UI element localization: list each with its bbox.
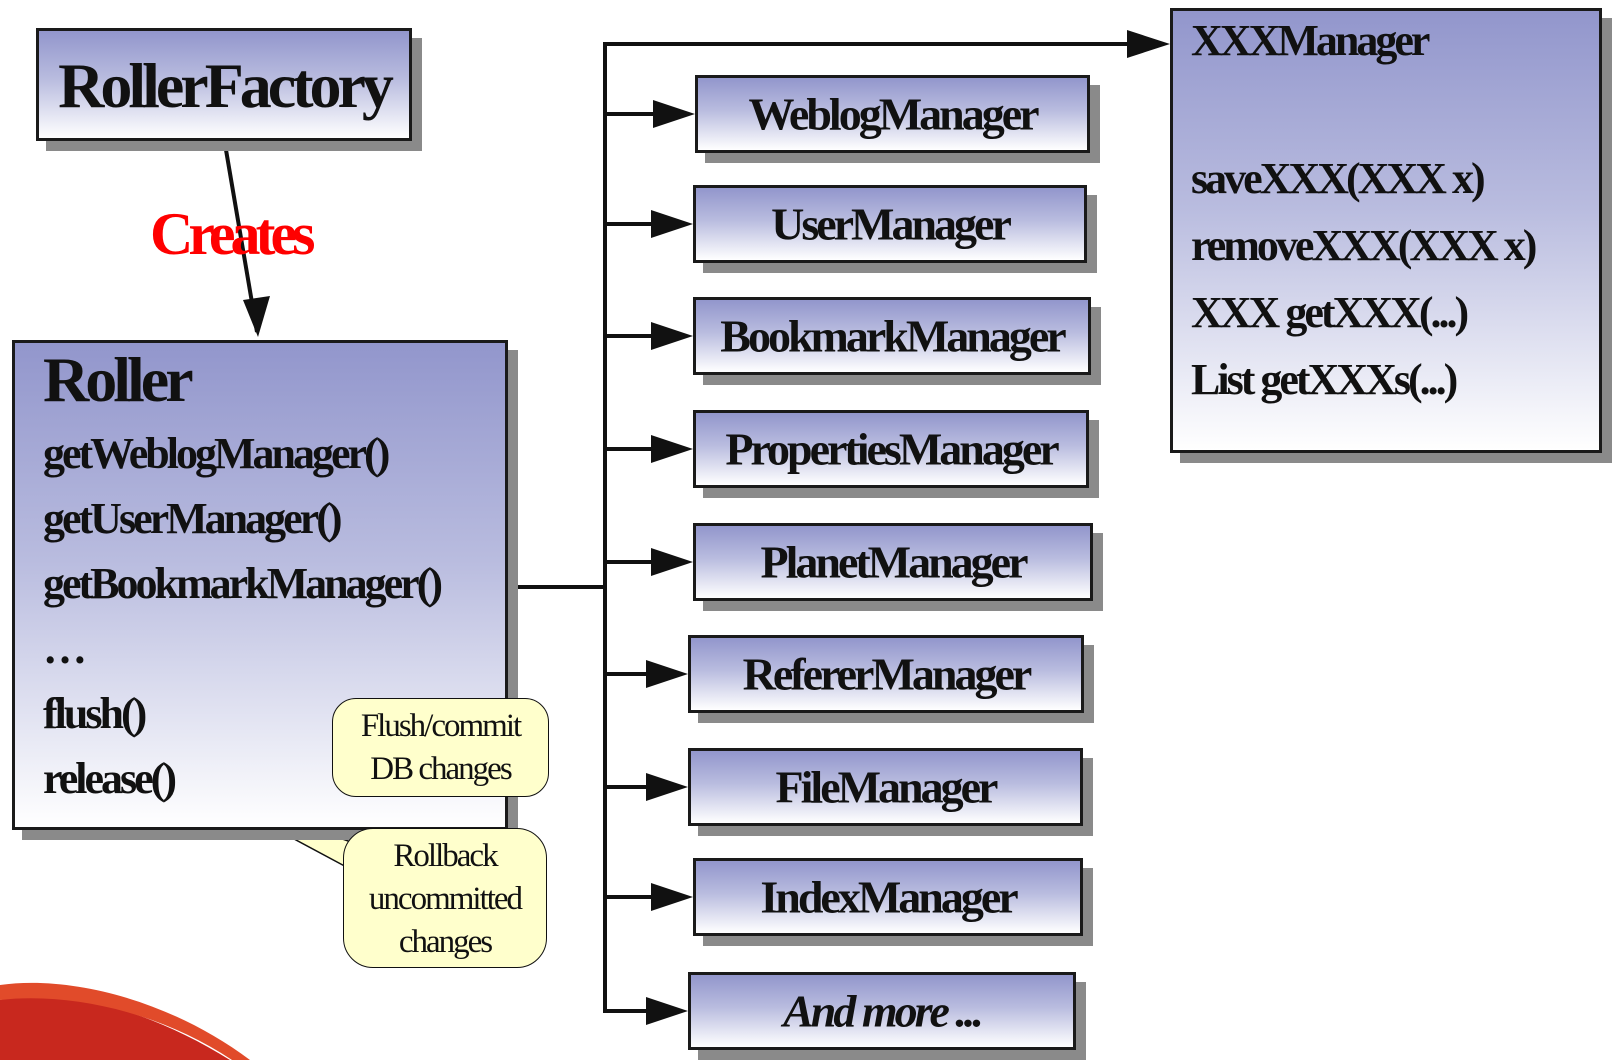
method-get-user-manager: getUserManager() (43, 494, 343, 543)
planet-manager-label: PlanetManager (760, 536, 1028, 588)
properties-manager-box: PropertiesManager (693, 410, 1089, 488)
file-manager-label: FileManager (775, 761, 999, 813)
index-manager-label: IndexManager (760, 871, 1018, 923)
bookmark-manager-label: BookmarkManager (720, 310, 1066, 362)
branch-arrowhead (651, 883, 693, 911)
release-callout-line-1: Rollback (393, 838, 498, 874)
branch-arrowhead (653, 100, 695, 128)
user-manager-label: UserManager (771, 198, 1012, 250)
release-callout: Rollback uncommitted changes (343, 828, 547, 968)
and-more-label: And more ... (783, 985, 984, 1037)
referer-manager-box: RefererManager (688, 635, 1084, 713)
properties-manager-label: PropertiesManager (725, 423, 1059, 475)
branch-arrowhead (646, 997, 688, 1025)
branch-arrowhead (651, 435, 693, 463)
file-manager-box: FileManager (688, 748, 1083, 826)
method-release: release() (43, 754, 177, 803)
flush-callout-line-1: Flush/commit (360, 708, 522, 744)
xxx-method-get: XXX getXXX(...) (1191, 288, 1469, 337)
flush-callout: Flush/commit DB changes (332, 698, 549, 797)
release-callout-line-2: uncommitted (368, 881, 523, 917)
weblog-manager-label: WeblogManager (748, 88, 1039, 140)
method-get-weblog-manager: getWeblogManager() (43, 429, 390, 478)
roller-title: Roller (43, 344, 194, 415)
user-manager-box: UserManager (693, 185, 1087, 263)
xxx-manager-title: XXXManager (1191, 16, 1430, 65)
method-get-bookmark-manager: getBookmarkManager() (43, 559, 443, 608)
method-flush: flush() (43, 689, 147, 738)
branch-arrowhead (646, 773, 688, 801)
index-manager-box: IndexManager (693, 858, 1083, 936)
branch-arrowhead (651, 548, 693, 576)
referer-manager-label: RefererManager (742, 648, 1033, 700)
roller-factory-title: RollerFactory (58, 50, 394, 121)
xxx-method-remove: removeXXX(XXX x) (1191, 221, 1537, 270)
method-ellipsis: … (43, 624, 87, 673)
release-callout-line-3: changes (398, 924, 493, 960)
branch-arrowhead (651, 210, 693, 238)
xxx-manager-box: XXXManager saveXXX(XXX x) removeXXX(XXX … (1170, 8, 1602, 453)
flush-callout-line-2: DB changes (370, 751, 512, 787)
xxx-method-list: List getXXXs(...) (1191, 355, 1458, 404)
roller-factory-box: RollerFactory (36, 28, 412, 141)
creates-label: Creates (150, 201, 315, 267)
planet-manager-box: PlanetManager (693, 523, 1093, 601)
branch-arrowhead (651, 322, 693, 350)
weblog-manager-box: WeblogManager (695, 75, 1090, 153)
and-more-box: And more ... (688, 972, 1076, 1050)
xxx-method-save: saveXXX(XXX x) (1191, 154, 1486, 203)
branch-arrowhead (646, 660, 688, 688)
bookmark-manager-box: BookmarkManager (693, 297, 1091, 375)
